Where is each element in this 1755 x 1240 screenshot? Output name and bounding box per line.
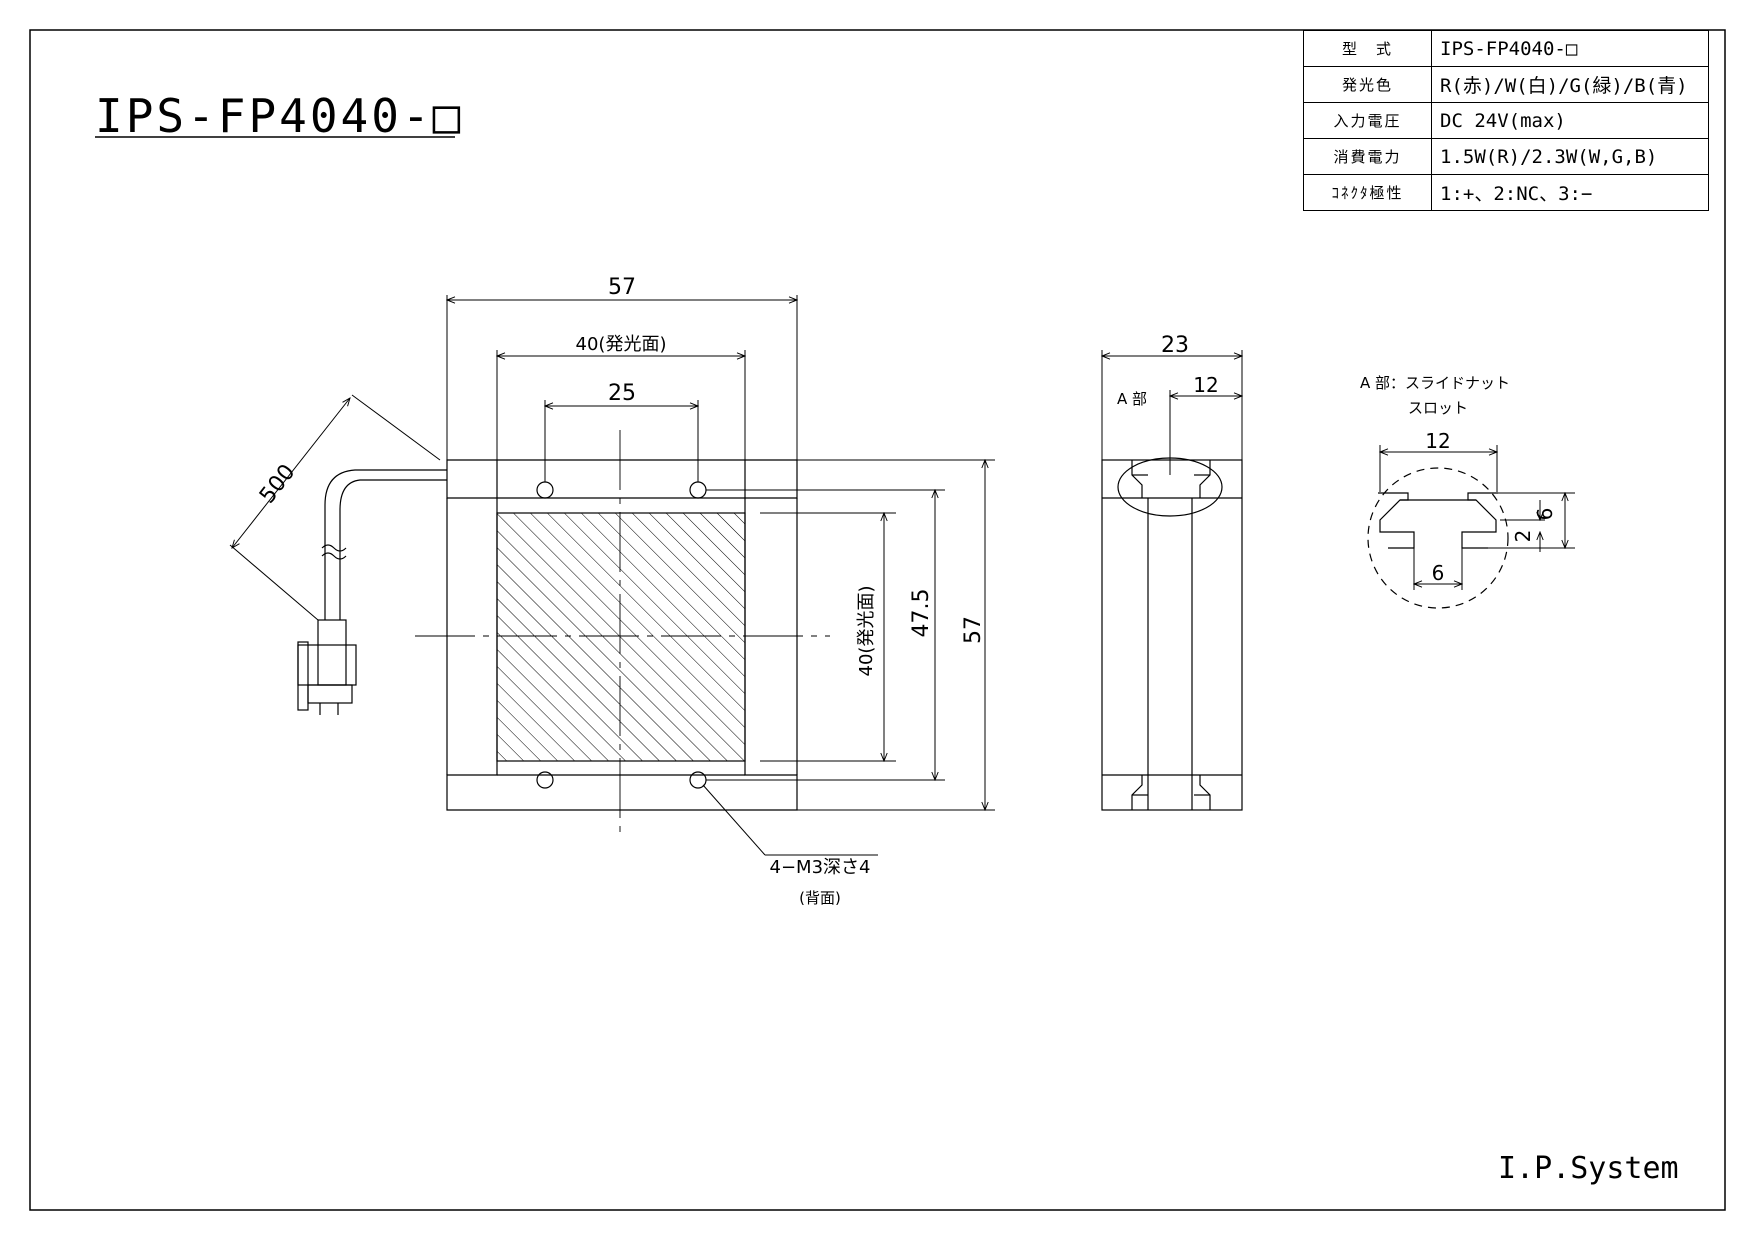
spec-label: 入力電圧: [1303, 102, 1432, 139]
detail-dims: [1380, 445, 1575, 590]
dim-width-overall-label: 57: [608, 275, 636, 300]
dim-slot-offset-label: 12: [1193, 373, 1218, 397]
detail-title-1: A 部：スライドナット: [1360, 374, 1510, 392]
dim-emitting-height: [760, 513, 896, 761]
dim-width-overall: [447, 295, 797, 460]
cable-assembly: [297, 469, 447, 715]
spec-label: 消費電力: [1303, 138, 1432, 175]
drawing-title: IPS-FP4040-□: [95, 89, 463, 143]
spec-value: 1:+、2:NC、3:−: [1431, 174, 1709, 211]
spec-row: 消費電力 1.5W(R)/2.3W(W,G,B): [1303, 138, 1709, 175]
spec-label: ｺﾈｸﾀ極性: [1303, 174, 1432, 211]
detail-a: [1367, 467, 1509, 609]
dim-emitting-width-label: 40(発光面): [576, 334, 667, 355]
spec-label: 発光色: [1303, 66, 1432, 103]
side-view: [1101, 457, 1243, 811]
section-a-label: A 部: [1117, 390, 1147, 408]
spec-row: ｺﾈｸﾀ極性 1:+、2:NC、3:−: [1303, 174, 1709, 211]
mounting-hole-tl: [536, 481, 554, 499]
spec-row: 型 式 IPS-FP4040-□: [1303, 30, 1709, 67]
spec-label: 型 式: [1303, 30, 1432, 67]
dim-height-overall: [797, 460, 995, 810]
dim-hole-pitch: [545, 400, 698, 482]
spec-value: IPS-FP4040-□: [1431, 30, 1709, 67]
tap-note-leader: [702, 784, 766, 856]
dim-hole-pitch-label: 25: [608, 381, 636, 406]
dim-cable-length-label: 500: [255, 460, 301, 508]
detail-depth-label: 6: [1533, 508, 1557, 521]
dim-emitting-height-label: 40(発光面): [856, 586, 877, 677]
spec-value: DC 24V(max): [1431, 102, 1709, 139]
detail-lip-label: 2: [1511, 530, 1535, 543]
spec-table: 型 式 IPS-FP4040-□ 発光色 R(赤)/W(白)/G(緑)/B(青)…: [1303, 30, 1709, 211]
dim-height-overall-label: 57: [961, 616, 986, 644]
spec-value: 1.5W(R)/2.3W(W,G,B): [1431, 138, 1709, 175]
mounting-hole-bl: [536, 771, 554, 789]
spec-row: 入力電圧 DC 24V(max): [1303, 102, 1709, 139]
dim-hole-pitch-v-label: 47.5: [909, 589, 934, 638]
dim-depth-label: 23: [1161, 333, 1189, 358]
company-logo: I.P.System: [1498, 1151, 1679, 1186]
dim-slot-offset: [1170, 390, 1242, 475]
tap-note-sub: (背面): [799, 889, 841, 907]
dim-cable-length: [229, 394, 441, 621]
mounting-hole-tr: [689, 481, 707, 499]
spec-row: 発光色 R(赤)/W(白)/G(緑)/B(青): [1303, 66, 1709, 103]
dim-hole-pitch-v: [706, 490, 945, 780]
emitting-surface: [496, 512, 746, 762]
detail-width-label: 12: [1425, 429, 1450, 453]
front-view: [415, 430, 830, 840]
spec-value: R(赤)/W(白)/G(緑)/B(青): [1431, 66, 1709, 103]
dim-emitting-width: [497, 350, 745, 498]
sheet-border: [29, 29, 1726, 1211]
detail-title-2: スロット: [1408, 399, 1468, 417]
detail-opening-label: 6: [1432, 561, 1445, 585]
tap-note: 4−M3深さ4: [770, 857, 871, 878]
